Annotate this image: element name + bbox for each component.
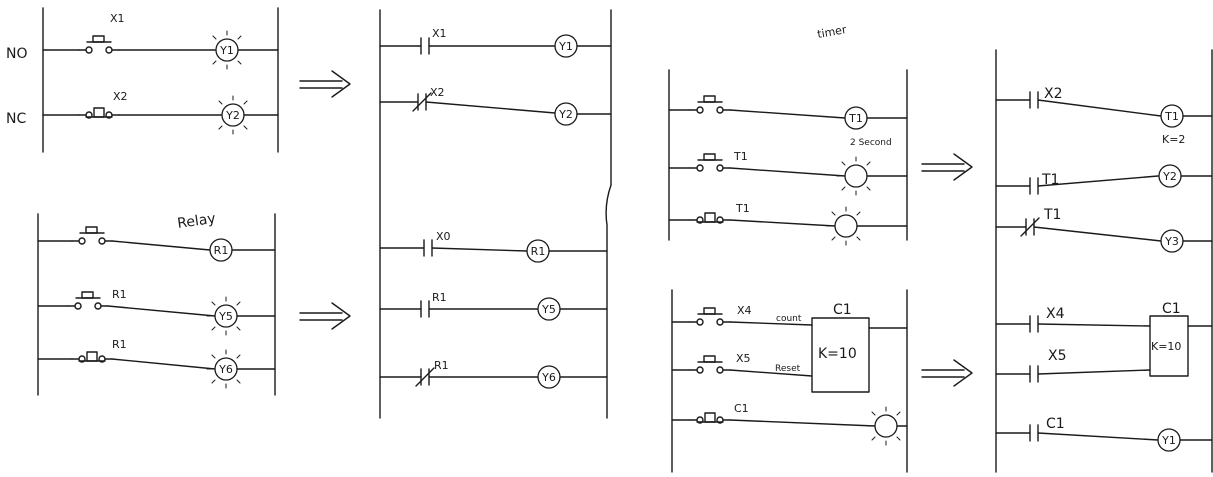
contact-label-r1: R1 [112,288,127,301]
counter-preset: K=10 [1151,340,1181,353]
panel-relay: Relay R1 R1 Y5 R1 Y6 [37,211,276,396]
contact-label-t1: T1 [733,150,748,163]
contact-label-t1: T1 [1043,207,1061,223]
coil-label-r1: R1 [531,245,546,258]
panel-ladder-timer-and-counter: X2 T1 K=2 T1 Y2 T1 Y3 C1 K=10 X4 [995,49,1213,473]
contact-no-icon [1029,315,1039,333]
coil-label-y1: Y1 [1161,434,1176,447]
arrow-icon [299,70,351,98]
coil-label-r1: R1 [214,244,229,257]
coil-label-y6: Y6 [541,371,556,384]
contact-label-x1: X1 [432,27,447,40]
contact-no-icon [420,300,430,318]
lamp-icon [874,414,898,438]
relay-title: Relay [176,211,216,232]
push-button-nc-icon [689,412,731,424]
coil-label-y3: Y3 [1164,235,1179,248]
push-button-no-icon [689,95,731,114]
coil-label-y2: Y2 [1162,170,1177,183]
reset-input-label: Reset [775,364,801,374]
coil-label-y5: Y5 [541,303,556,316]
contact-label-r1: R1 [434,359,449,372]
counter-title: C1 [833,302,852,318]
contact-label-r1: R1 [112,338,127,351]
contact-label-x5: X5 [1048,348,1067,364]
arrow-icon [921,153,973,181]
push-button-no-icon [67,291,109,310]
normally-open-label: NO [6,46,28,62]
contact-label-x2: X2 [1044,86,1063,102]
lamp-icon [834,214,858,238]
contact-label-x2: X2 [430,86,445,99]
push-button-no-icon [78,35,120,54]
contact-no-icon [423,239,433,257]
normally-closed-label: NC [6,111,26,127]
panel-counter: C1 K=10 X4 count X5 Reset C1 [671,289,908,473]
contact-label-r1: R1 [432,291,447,304]
coil-label-y6: Y6 [218,363,233,376]
panel-ladder-push-and-relay: X1 Y1 X2 Y2 X0 R1 R1 Y5 R1 Y6 [379,9,612,419]
contact-label-t1: T1 [735,202,750,215]
push-button-nc-icon [78,107,120,119]
arrow-icon [921,359,973,387]
contact-no-icon [1029,91,1039,109]
contact-label-x1: X1 [110,12,125,25]
panel-timer: timer T1 2 Second T1 T1 [668,23,908,246]
contact-label-x4: X4 [737,304,752,317]
panel-push-buttons: NO NC X1 Y1 X2 Y2 [6,7,279,153]
contact-label-x0: X0 [436,230,451,243]
coil-label-t1: T1 [1164,110,1179,123]
arrow-icon [299,302,351,330]
coil-label-y2: Y2 [225,109,240,122]
push-button-nc-icon [689,212,731,224]
push-button-no-icon [689,307,731,326]
coil-label-y1: Y1 [219,44,234,57]
contact-no-icon [420,37,430,55]
timer-setting: 2 Second [850,138,892,148]
push-button-nc-icon [71,351,113,363]
contact-label-c1: C1 [734,402,749,415]
contact-label-t1: T1 [1041,172,1059,188]
count-input-label: count [776,314,802,324]
counter-title: C1 [1162,301,1181,317]
timer-title: timer [816,23,848,41]
coil-label-y1: Y1 [558,40,573,53]
push-button-no-icon [71,226,113,245]
counter-preset: K=10 [818,346,857,362]
contact-no-icon [1029,424,1039,442]
lamp-icon [844,164,868,188]
contact-label-x5: X5 [736,352,751,365]
timer-preset: K=2 [1162,133,1185,146]
contact-label-x4: X4 [1046,306,1065,322]
coil-label-y2: Y2 [558,108,573,121]
contact-no-icon [1029,365,1039,383]
push-button-no-icon [689,153,731,172]
contact-label-c1: C1 [1046,416,1065,432]
contact-label-x2: X2 [113,90,128,103]
contact-no-icon [1029,177,1039,195]
coil-label-t1: T1 [848,112,863,125]
push-button-no-icon [689,355,731,374]
counter-block [811,317,870,393]
coil-label-y5: Y5 [218,310,233,323]
counter-block [1149,315,1189,377]
